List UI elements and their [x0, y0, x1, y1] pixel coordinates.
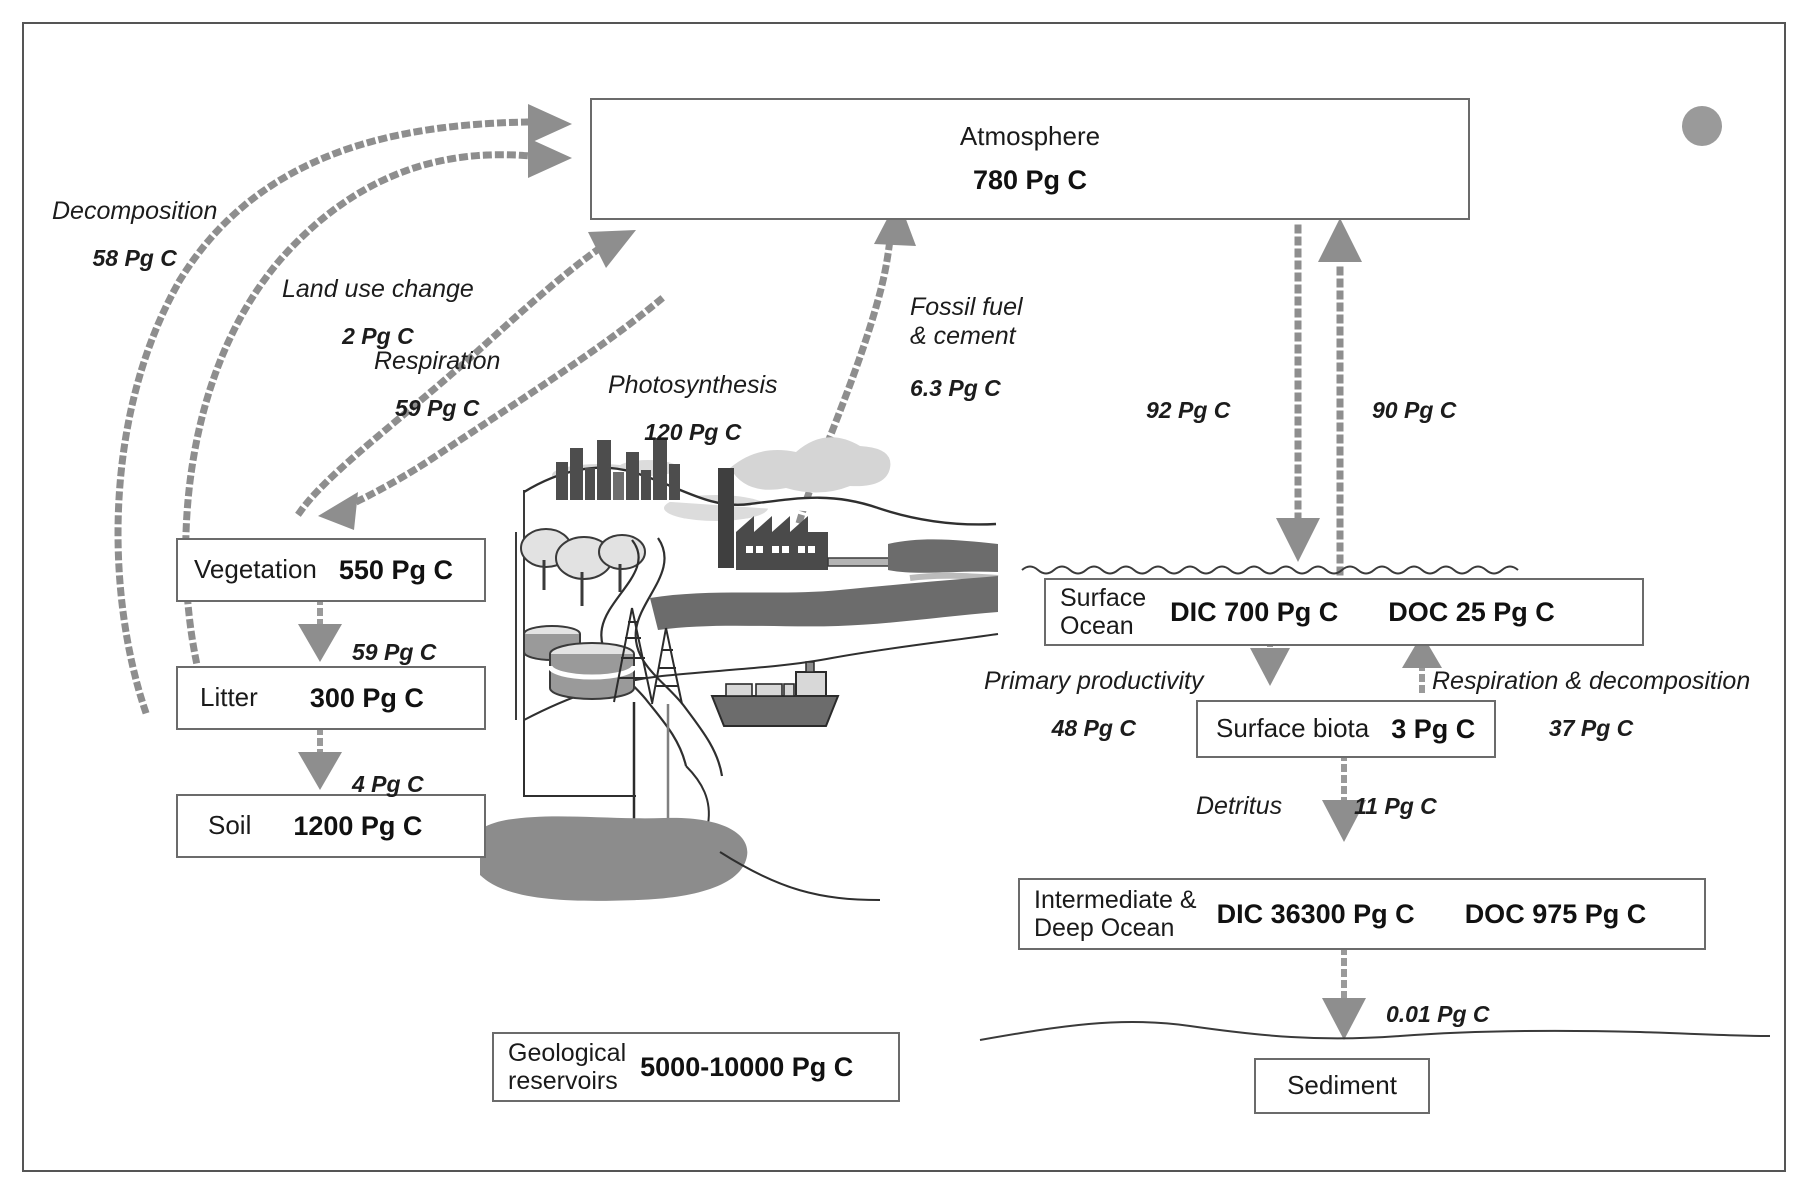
pool-box-surface-ocean[interactable]: Surface Ocean DIC 700 Pg C DOC 25 Pg C: [1044, 578, 1644, 646]
pool-value-surface-ocean-dic: DIC 700 Pg C: [1170, 596, 1339, 627]
pool-box-sediment[interactable]: Sediment: [1254, 1058, 1430, 1114]
flux-name-photosynthesis: Photosynthesis: [608, 370, 778, 399]
flux-label-decomposition: Decomposition 58 Pg C: [52, 178, 217, 291]
flux-label-detritus: Detritus 11 Pg C: [1196, 792, 1437, 822]
flux-label-to-sediment: 0.01 Pg C: [1386, 982, 1490, 1047]
flux-value-to-sediment: 0.01 Pg C: [1386, 1000, 1490, 1027]
pool-value-soil: 1200 Pg C: [293, 810, 423, 841]
pool-label-geological: Geological reservoirs: [508, 1039, 627, 1095]
pool-value-geological: 5000-10000 Pg C: [640, 1051, 854, 1082]
pool-label-soil: Soil: [208, 810, 252, 841]
flux-value-respiration: 59 Pg C: [395, 395, 480, 422]
storage-tanks-icon: [523, 625, 637, 700]
geological-reservoir-blob: [480, 816, 748, 901]
flux-label-respiration-decomposition: Respiration & decomposition 37 Pg C: [1432, 648, 1750, 761]
trees-icon: [520, 528, 646, 606]
pool-value-atmosphere: 780 Pg C: [972, 165, 1088, 196]
pool-label-sediment: Sediment: [1287, 1070, 1397, 1101]
pool-label-surface-biota: Surface biota: [1216, 713, 1370, 744]
sun-icon: [1682, 106, 1722, 146]
flux-value-respiration-decomposition: 37 Pg C: [1548, 715, 1634, 742]
pool-box-atmosphere[interactable]: Atmosphere 780 Pg C: [590, 98, 1470, 220]
flux-name-respiration: Respiration: [374, 346, 501, 375]
pool-value-deep-ocean-dic: DIC 36300 Pg C: [1216, 898, 1415, 929]
flux-value-veg-to-litter: 59 Pg C: [352, 638, 437, 665]
cargo-ship-icon: [710, 661, 840, 727]
pool-label-atmosphere: Atmosphere: [959, 120, 1101, 151]
flux-label-veg-to-litter: 59 Pg C: [352, 620, 436, 685]
pool-value-litter: 300 Pg C: [309, 682, 424, 713]
flux-value-ocean-uptake: 92 Pg C: [1146, 396, 1231, 423]
flux-name-respiration-decomposition: Respiration & decomposition: [1432, 666, 1751, 695]
flux-value-photosynthesis: 120 Pg C: [644, 419, 742, 446]
flux-label-primary-productivity: Primary productivity 48 Pg C: [984, 648, 1204, 761]
flux-label-ocean-uptake: 92 Pg C: [1146, 378, 1230, 443]
pool-label-vegetation: Vegetation: [194, 554, 317, 585]
flux-label-ocean-release: 90 Pg C: [1372, 378, 1456, 443]
flux-name-fossil-fuel: Fossil fuel & cement: [910, 292, 1023, 351]
pool-value-surface-biota: 3 Pg C: [1391, 713, 1476, 744]
flux-name-primary-productivity: Primary productivity: [984, 666, 1204, 695]
oil-derrick-icon: [613, 607, 683, 705]
flux-name-decomposition: Decomposition: [52, 196, 218, 225]
pool-label-litter: Litter: [200, 682, 258, 713]
flux-label-fossil-fuel: Fossil fuel & cement 6.3 Pg C: [910, 274, 1023, 421]
pool-box-litter[interactable]: Litter 300 Pg C: [176, 666, 486, 730]
pool-value-vegetation: 550 Pg C: [338, 554, 453, 585]
flux-value-decomposition: 58 Pg C: [92, 245, 177, 272]
flux-value-primary-productivity: 48 Pg C: [1051, 715, 1136, 742]
flux-label-photosynthesis: Photosynthesis 120 Pg C: [608, 352, 778, 465]
pool-box-deep-ocean[interactable]: Intermediate & Deep Ocean DIC 36300 Pg C…: [1018, 878, 1706, 950]
flux-value-litter-to-soil: 4 Pg C: [352, 770, 424, 797]
flux-name-land-use-change: Land use change: [282, 274, 474, 303]
pool-box-soil[interactable]: Soil 1200 Pg C: [176, 794, 486, 858]
flux-label-litter-to-soil: 4 Pg C: [352, 752, 424, 817]
flux-label-respiration: Respiration 59 Pg C: [374, 328, 500, 441]
pool-value-deep-ocean-doc: DOC 975 Pg C: [1464, 898, 1647, 929]
flux-value-detritus: 11 Pg C: [1354, 793, 1437, 819]
flux-value-fossil-fuel: 6.3 Pg C: [910, 374, 1001, 401]
flux-name-detritus: Detritus: [1196, 792, 1283, 820]
pool-box-geological[interactable]: Geological reservoirs 5000-10000 Pg C: [492, 1032, 900, 1102]
pool-box-vegetation[interactable]: Vegetation 550 Pg C: [176, 538, 486, 602]
pool-value-surface-ocean-doc: DOC 25 Pg C: [1388, 596, 1555, 627]
pool-label-surface-ocean: Surface Ocean: [1060, 584, 1147, 640]
pool-label-deep-ocean: Intermediate & Deep Ocean: [1034, 886, 1197, 942]
flux-value-ocean-release: 90 Pg C: [1372, 396, 1457, 423]
